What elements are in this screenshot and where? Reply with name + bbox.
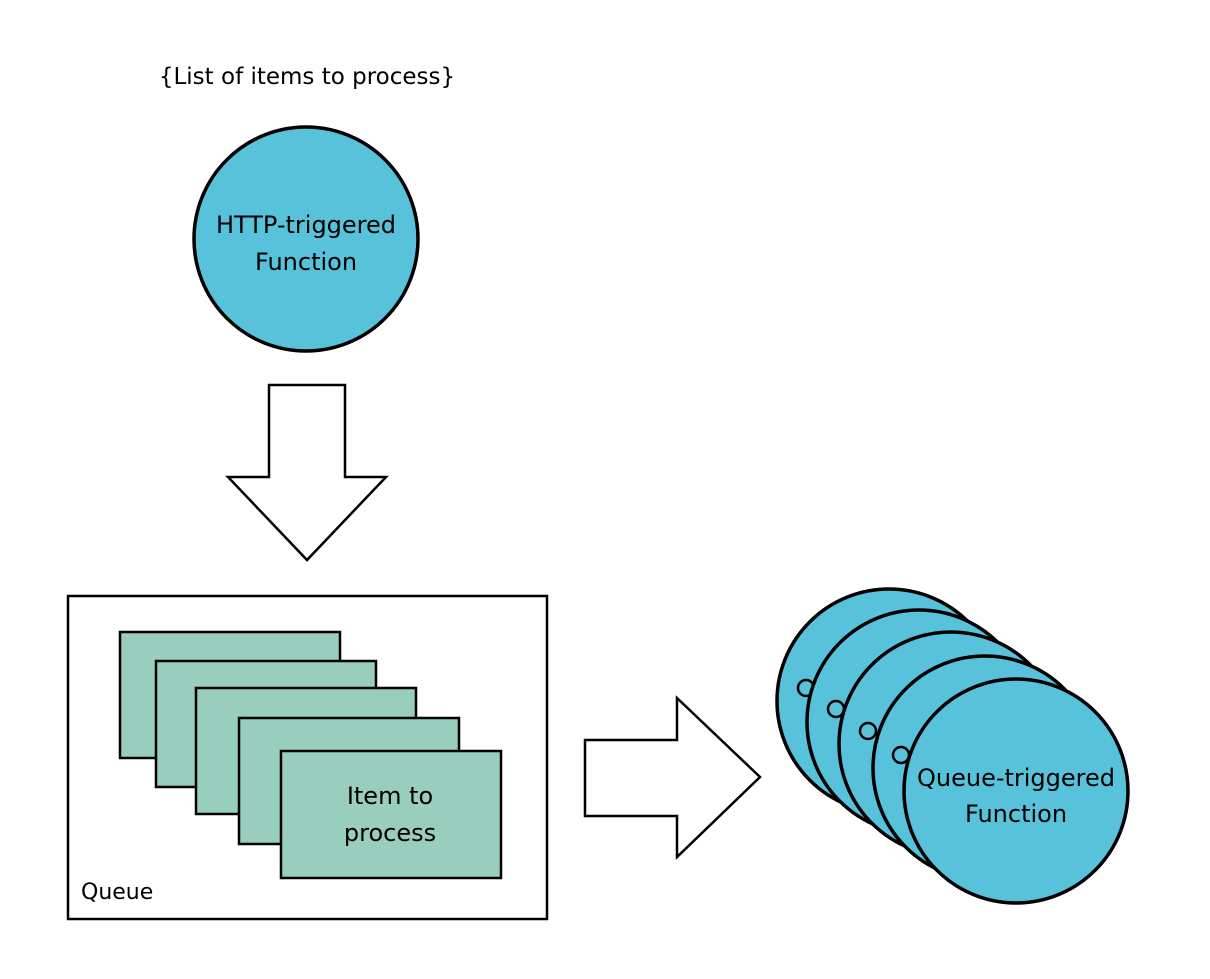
queue-label: Queue — [81, 880, 153, 905]
queue-item-label-line1: Item to — [347, 782, 433, 810]
queue-container: Item to process Queue — [66, 594, 549, 921]
list-of-items-caption: {List of items to process} — [159, 64, 455, 90]
queue-item-label-line2: process — [344, 819, 436, 847]
queue-function-front-instance — [902, 677, 1130, 905]
down-arrow-icon — [225, 383, 389, 562]
queue-function-label-line1: Queue-triggered — [917, 764, 1115, 792]
http-triggered-function-node: HTTP-triggered Function — [192, 125, 420, 353]
queue-triggered-function-stack: Queue-triggered Function — [775, 587, 1130, 905]
queue-function-label-line2: Function — [965, 800, 1067, 828]
http-function-circle — [192, 125, 420, 353]
http-function-label-line2: Function — [255, 248, 357, 276]
ring-icon — [858, 721, 878, 741]
right-arrow-icon — [583, 695, 762, 860]
queue-item-card-front — [279, 749, 503, 880]
http-function-label-line1: HTTP-triggered — [216, 211, 396, 239]
